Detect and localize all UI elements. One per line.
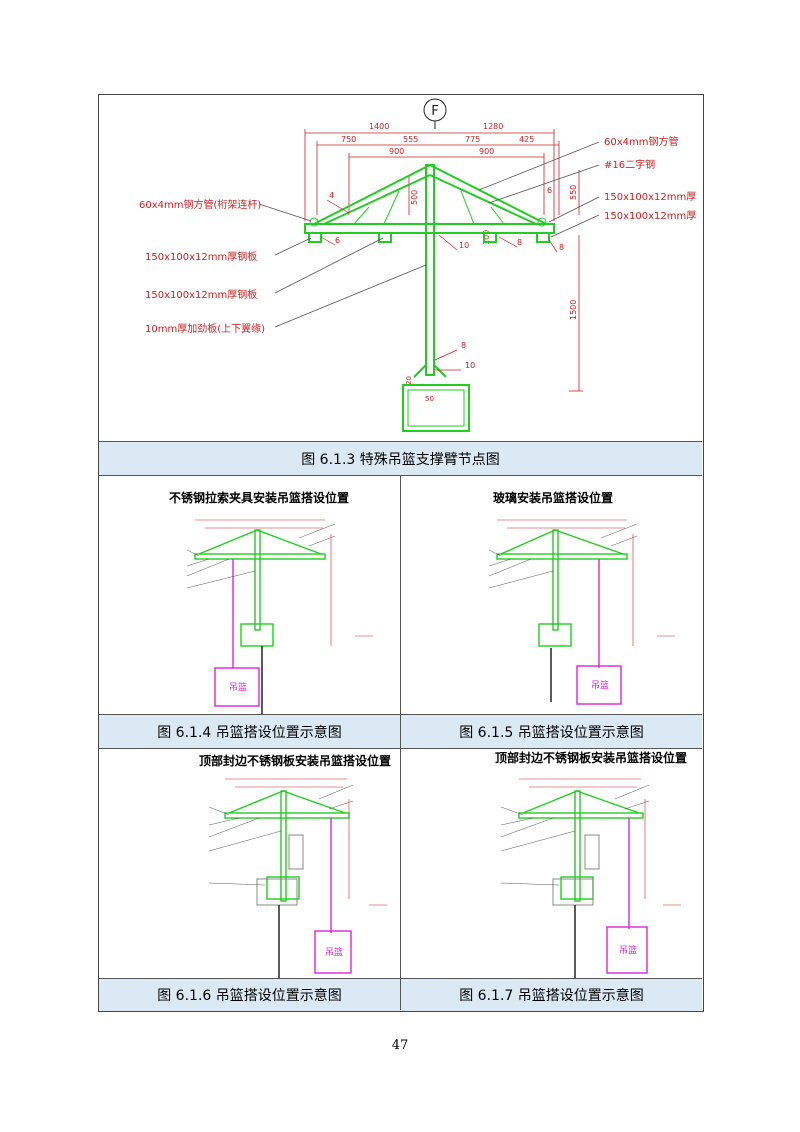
label-plate-right-1: 150x100x12mm厚 [604, 191, 696, 203]
svg-text:1500: 1500 [569, 300, 578, 320]
svg-text:20: 20 [405, 376, 413, 385]
basket-615-label: 吊篮 [591, 679, 609, 691]
basket-614-label: 吊篮 [229, 681, 247, 693]
fig-616-drawing: 吊篮 [208, 778, 387, 978]
fig-617-title: 顶部封边不锈钢板安装吊篮搭设位置 [495, 751, 688, 765]
basket-616-label: 吊篮 [325, 946, 343, 958]
svg-text:775: 775 [465, 135, 480, 144]
basket-617 [606, 926, 648, 974]
figure-table: F 1400 1280 750 555 775 [98, 94, 704, 1012]
caption-617: 图 6.1.7 吊篮搭设位置示意图 [401, 978, 702, 1011]
label-i-beam: #16二字钢 [604, 158, 655, 171]
fig-617-drawing: 吊篮 [500, 778, 681, 978]
svg-text:8: 8 [461, 341, 466, 350]
svg-text:900: 900 [389, 147, 404, 156]
fig-616-title: 顶部封边不锈钢板安装吊篮搭设位置 [199, 754, 392, 768]
svg-text:555: 555 [403, 135, 418, 144]
svg-text:1280: 1280 [483, 122, 503, 131]
fig-617-cell: 顶部封边不锈钢板安装吊篮搭设位置 吊 [401, 749, 702, 978]
label-plate-right-2: 150x100x12mm厚 [604, 210, 696, 222]
svg-text:900: 900 [479, 147, 494, 156]
fig-615-drawing: 吊篮 [488, 519, 675, 705]
caption-613-text: 图 6.1.3 特殊吊篮支撑臂节点图 [301, 451, 500, 468]
caption-617-text: 图 6.1.7 吊篮搭设位置示意图 [459, 988, 644, 1004]
svg-text:10: 10 [465, 361, 475, 370]
fig-614-cell: 不锈钢拉索夹具安装吊篮搭设位置 吊篮 [99, 476, 399, 714]
caption-614-text: 图 6.1.4 吊篮搭设位置示意图 [157, 724, 342, 741]
caption-613: 图 6.1.3 特殊吊篮支撑臂节点图 [99, 441, 702, 475]
main-figure-cell: F 1400 1280 750 555 775 [99, 95, 702, 441]
caption-615: 图 6.1.5 吊篮搭设位置示意图 [401, 714, 702, 748]
page-number: 47 [391, 1038, 409, 1053]
svg-text:100: 100 [482, 230, 491, 245]
main-figure-drawing: F 1400 1280 750 555 775 [139, 98, 696, 432]
fig-615-cell: 玻璃安装吊篮搭设位置 吊篮 [401, 476, 702, 714]
basket-614 [214, 667, 260, 707]
label-plate-2: 150x100x12mm厚钢板 [145, 288, 257, 301]
caption-614: 图 6.1.4 吊篮搭设位置示意图 [99, 714, 400, 748]
caption-616: 图 6.1.6 吊篮搭设位置示意图 [99, 978, 400, 1011]
steel-structure [304, 164, 555, 432]
label-plate-1: 150x100x12mm厚钢板 [145, 250, 257, 263]
svg-text:500: 500 [410, 190, 419, 205]
svg-text:8: 8 [517, 238, 522, 247]
basket-615 [576, 665, 622, 705]
svg-text:4: 4 [329, 191, 334, 200]
label-stiffener: 10mm厚加劲板(上下翼缘) [145, 322, 265, 335]
dimension-lines [304, 129, 583, 392]
grid-marker-label: F [431, 104, 438, 119]
basket-616 [314, 930, 352, 974]
label-square-tube-truss: 60x4mm钢方管(桁架连杆) [139, 198, 261, 211]
svg-text:10: 10 [459, 241, 469, 250]
basket-617-label: 吊篮 [619, 944, 637, 956]
weld-symbols: 4 6 8 10 8 6 8 10 [329, 186, 564, 370]
svg-text:1400: 1400 [369, 122, 389, 131]
label-square-tube: 60x4mm钢方管 [604, 135, 679, 148]
caption-615-text: 图 6.1.5 吊篮搭设位置示意图 [459, 724, 644, 741]
svg-text:6: 6 [547, 186, 552, 195]
svg-text:50: 50 [425, 395, 434, 403]
svg-text:8: 8 [559, 243, 564, 252]
fig-614-title: 不锈钢拉索夹具安装吊篮搭设位置 [169, 491, 350, 505]
svg-text:750: 750 [341, 135, 356, 144]
fig-615-title: 玻璃安装吊篮搭设位置 [493, 491, 614, 505]
svg-text:550: 550 [569, 185, 578, 200]
fig-614-drawing: 吊篮 [186, 519, 373, 714]
fig-616-cell: 顶部封边不锈钢板安装吊篮搭设位置 吊篮 [99, 749, 399, 978]
svg-text:6: 6 [335, 236, 340, 245]
svg-text:425: 425 [519, 135, 534, 144]
caption-616-text: 图 6.1.6 吊篮搭设位置示意图 [157, 988, 342, 1004]
